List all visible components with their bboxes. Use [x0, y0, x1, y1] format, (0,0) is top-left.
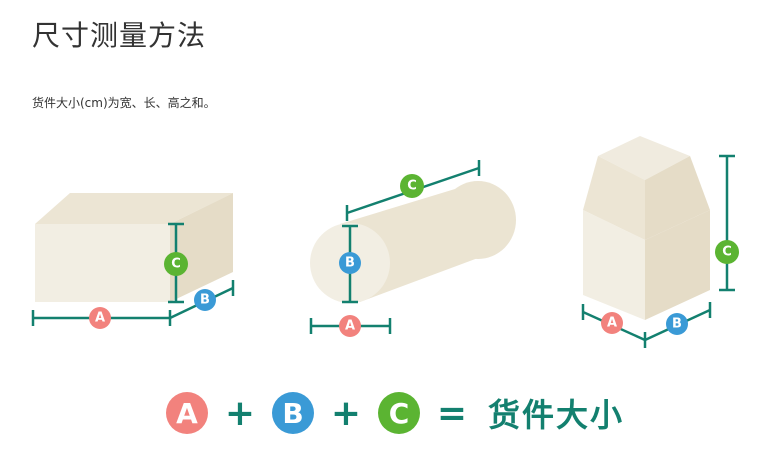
- box-diagram: A B C: [31, 193, 235, 329]
- page-title: 尺寸测量方法: [32, 19, 207, 52]
- label-b: B: [200, 293, 210, 308]
- pillar-diagram: C A B: [581, 136, 739, 348]
- plus-sign: +: [224, 392, 256, 434]
- size-formula: A + B + C = 货件大小: [166, 390, 624, 436]
- label-c: C: [722, 245, 732, 260]
- label-c: C: [171, 257, 181, 272]
- formula-c: C: [378, 392, 420, 434]
- measurement-diagrams: A B C C B A C A B: [31, 136, 739, 348]
- label-b: B: [672, 317, 682, 332]
- formula-b: B: [272, 392, 314, 434]
- label-c: C: [407, 179, 417, 194]
- plus-sign: +: [330, 392, 362, 434]
- label-b: B: [345, 256, 355, 271]
- formula-a: A: [166, 392, 208, 434]
- equals-sign: =: [436, 392, 468, 434]
- cylinder-diagram: C B A: [309, 160, 516, 337]
- label-a: A: [95, 311, 105, 326]
- label-a: A: [345, 319, 355, 334]
- label-a: A: [607, 316, 617, 331]
- description: 货件大小(cm)为宽、长、高之和。: [32, 96, 216, 110]
- formula-result: 货件大小: [488, 396, 625, 434]
